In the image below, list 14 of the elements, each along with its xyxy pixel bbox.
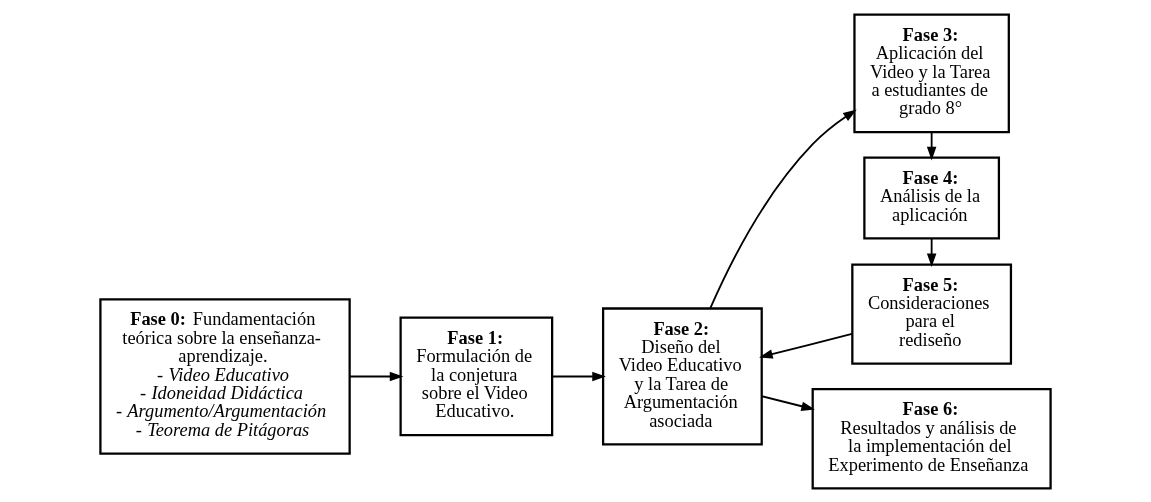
arrow	[551, 371, 606, 381]
node-box: Fase 5: Consideraciones para el rediseño	[851, 262, 1013, 365]
arrow	[926, 131, 937, 160]
node-box: Fase 1: Formulación de la conjetura sobre el Video Educativo.	[399, 316, 554, 436]
arrow	[709, 109, 857, 309]
node-box: Fase 3: Aplicación del Video y la Tarea a estudiantes de grado 8°	[853, 13, 1010, 133]
node-box: Fase 4: Análisis de la aplicación	[863, 156, 1001, 240]
arrow	[349, 371, 404, 381]
arrow	[926, 237, 937, 267]
node-box: Fase 6: Resultados y análisis de la implementación del Experimento de Enseñanza	[811, 387, 1052, 489]
arrow	[760, 394, 815, 411]
node-box: Fase 2: Diseño del Video Educativo y la Tarea de Argumentación asociada	[601, 306, 763, 446]
node-box: Fase 0: Fundamentación teórica sobre la enseñanza-aprendizaje. - Video Educativo - Idoneidad Didáctica - Argumento/Argumentación - Teorema de Pitágoras	[99, 297, 351, 455]
arrow	[759, 332, 853, 359]
